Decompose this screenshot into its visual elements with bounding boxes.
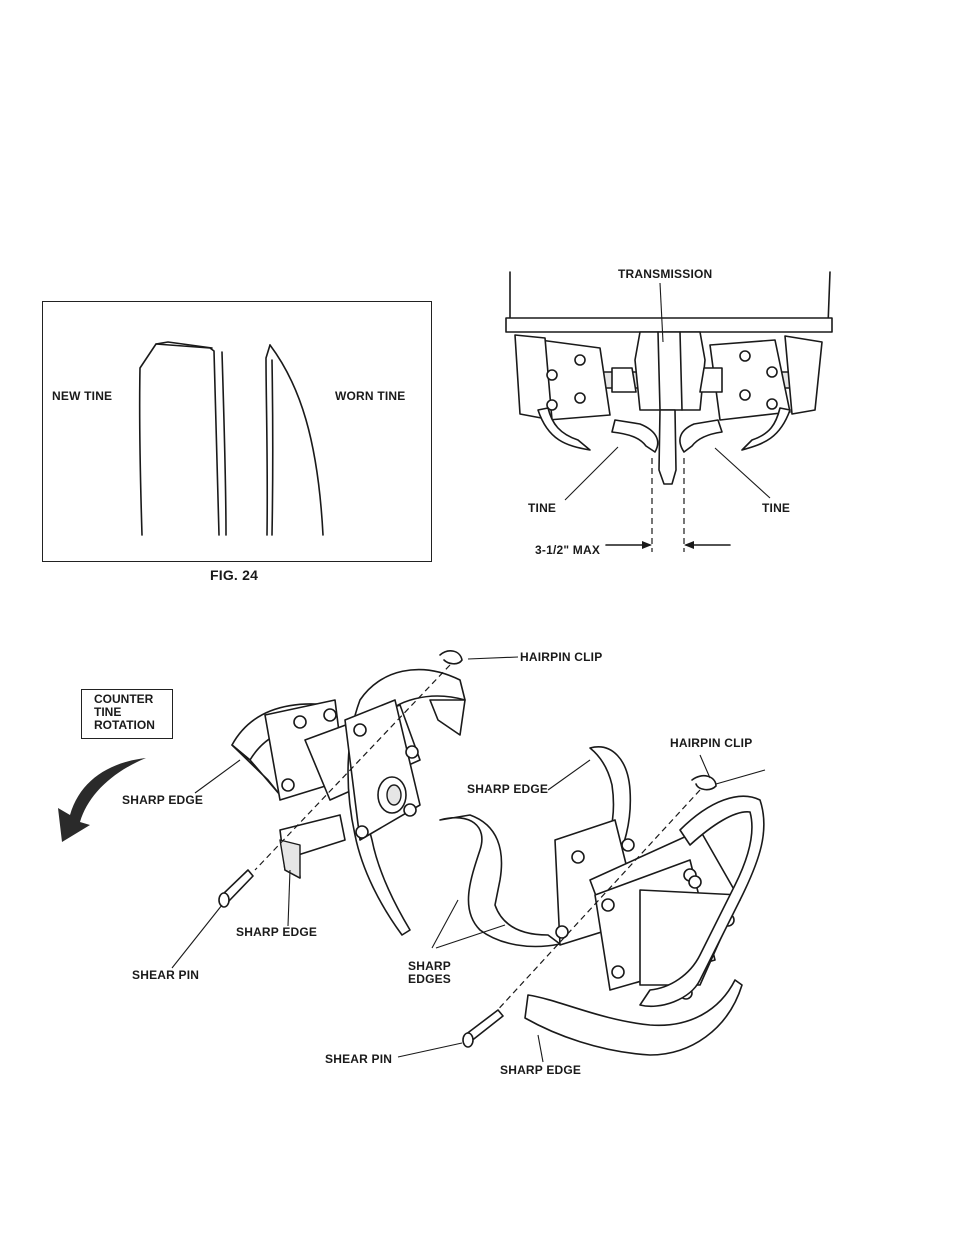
new-tine-drawing [140,342,226,535]
right-tine-assembly [398,747,765,1062]
max-gap-label: 3-1/2" MAX [535,544,600,557]
sharp-edges-line-2: EDGES [408,973,451,986]
worn-tine-drawing [266,345,323,535]
hairpin-clip-right-label: HAIRPIN CLIP [670,737,752,750]
rotation-line-3: ROTATION [94,719,172,732]
tine-left-label: TINE [528,502,556,515]
transmission-label: TRANSMISSION [618,268,712,281]
sharp-edge-center-label: SHARP EDGE [467,783,548,796]
sharp-edge-upper-left-label: SHARP EDGE [122,794,203,807]
shear-pin-center-label: SHEAR PIN [325,1053,392,1066]
sharp-edge-bottom-label: SHARP EDGE [500,1064,581,1077]
left-tine-assembly [172,651,560,968]
hairpin-clip-left-label: HAIRPIN CLIP [520,651,602,664]
tine-right-label: TINE [762,502,790,515]
shear-pin-left-label: SHEAR PIN [132,969,199,982]
sharp-edges-label: SHARP EDGES [408,960,451,986]
counter-tine-rotation-box: COUNTER TINE ROTATION [81,689,173,739]
sharp-edge-lower-left-label: SHARP EDGE [236,926,317,939]
